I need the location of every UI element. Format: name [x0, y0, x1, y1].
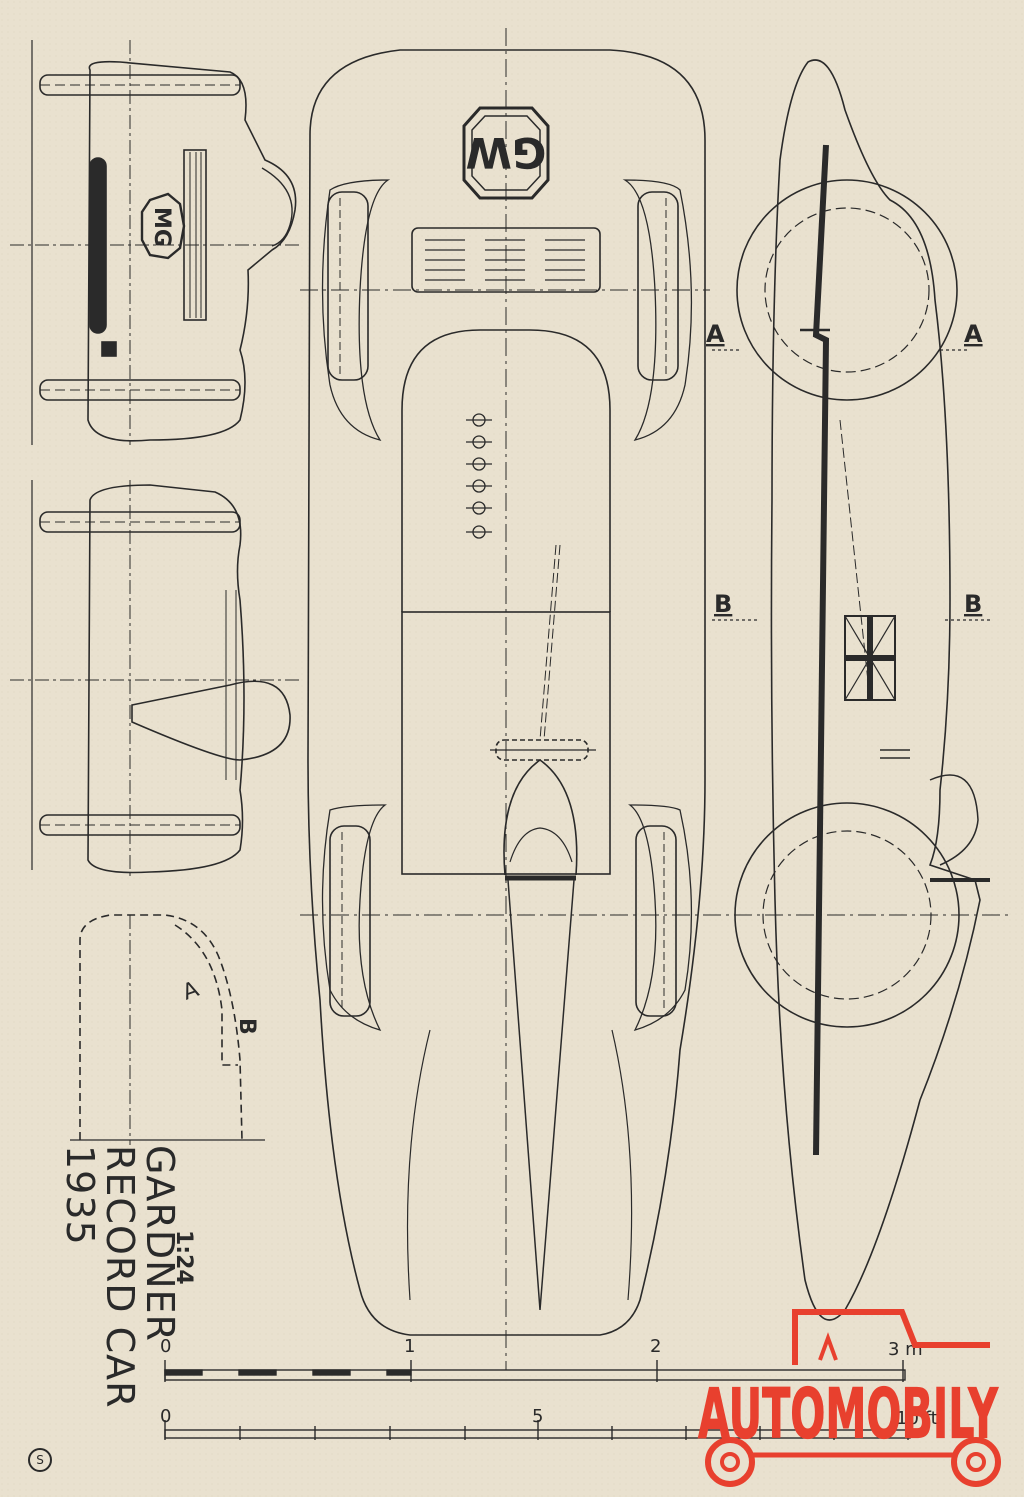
- front-logo-text: MG: [149, 207, 174, 247]
- copyright-icon: S: [28, 1448, 52, 1472]
- top-logo-text: GW: [466, 128, 547, 177]
- cross-section-sketch: [70, 914, 265, 1145]
- scale-bar-meters: [164, 1360, 906, 1382]
- scale-m-tick-0: 0: [160, 1336, 171, 1357]
- scale-m-tick-1: 1: [404, 1336, 415, 1357]
- section-label-a-right: A: [964, 320, 983, 348]
- sketch-label-b: B: [234, 1018, 259, 1035]
- scale-m-tick-2: 2: [650, 1336, 661, 1357]
- top-view: [300, 28, 1010, 1370]
- scale-ft-tick-10: 10 ft: [896, 1408, 938, 1429]
- scale-bar-feet: [164, 1420, 911, 1440]
- front-view: [10, 40, 300, 445]
- scale-ratio: 1:24: [171, 1230, 196, 1285]
- scale-ft-tick-5: 5: [532, 1406, 543, 1427]
- automobily-logo: AUTOMOBILY: [697, 1309, 1001, 1487]
- section-label-b-right: B: [964, 590, 982, 618]
- side-view: [734, 59, 990, 1321]
- section-label-a-left: A: [706, 320, 725, 348]
- automobily-text: AUTOMOBILY: [698, 1375, 999, 1455]
- section-label-b-left: B: [714, 590, 732, 618]
- rear-view: [10, 480, 300, 880]
- scale-ft-tick-0: 0: [160, 1406, 171, 1427]
